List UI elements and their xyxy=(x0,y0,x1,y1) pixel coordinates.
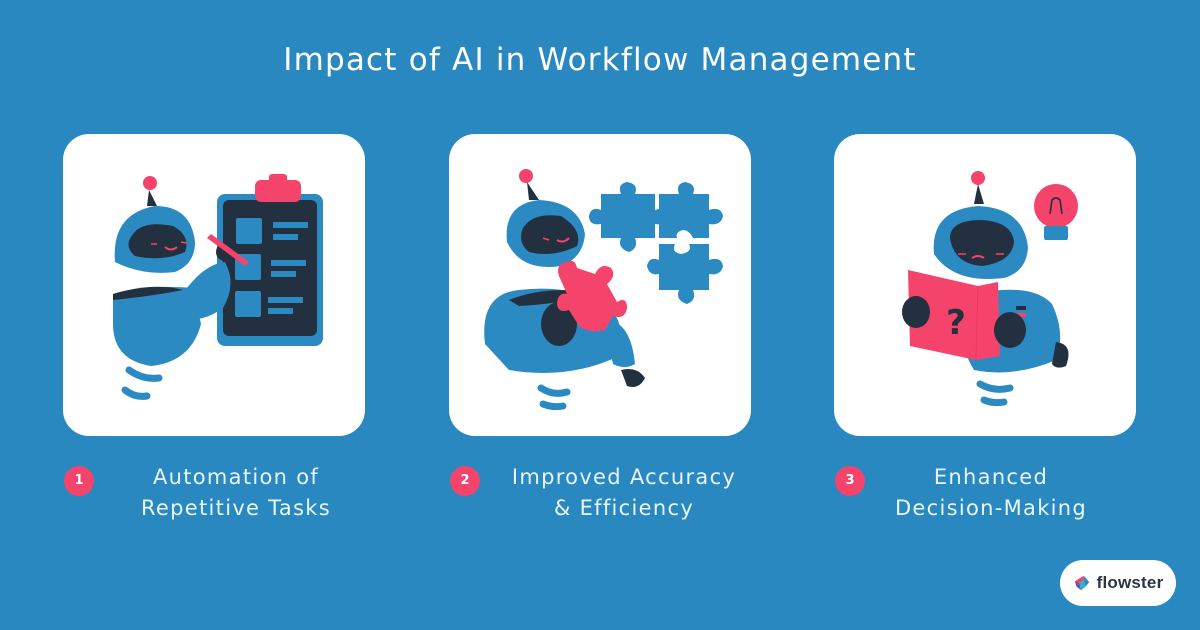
feature-accuracy: 2 Improved Accuracy & Efficiency xyxy=(449,462,751,532)
feature-label-line2: Repetitive Tasks xyxy=(140,496,332,520)
feature-label-line2: Decision-Making xyxy=(894,496,1088,520)
feature-decision: 3 Enhanced Decision-Making xyxy=(834,462,1136,532)
feature-card-automation xyxy=(63,134,365,436)
robot-clipboard-checklist-illustration xyxy=(113,174,323,400)
feature-label-line1: Automation of xyxy=(152,465,320,489)
feature-label-line1: Enhanced xyxy=(933,465,1049,489)
flowster-logo-icon xyxy=(1074,575,1089,591)
svg-text:?: ? xyxy=(946,303,966,343)
feature-label: Improved Accuracy & Efficiency xyxy=(477,462,771,524)
robot-book-lightbulb-illustration: ? xyxy=(902,171,1078,407)
flowster-logo[interactable]: flowster xyxy=(1060,560,1176,606)
feature-card-accuracy xyxy=(449,134,751,436)
feature-label: Automation of Repetitive Tasks xyxy=(93,462,379,524)
step-number-badge: 2 xyxy=(450,466,480,496)
feature-label: Enhanced Decision-Making xyxy=(856,462,1126,524)
feature-automation: 1 Automation of Repetitive Tasks xyxy=(63,462,365,532)
feature-label-line2: & Efficiency xyxy=(553,496,695,520)
brand-name: flowster xyxy=(1096,573,1164,592)
page-title: Impact of AI in Workflow Management xyxy=(283,42,917,78)
feature-card-decision: ? xyxy=(834,134,1136,436)
feature-label-line1: Improved Accuracy xyxy=(511,465,737,489)
robot-puzzle-pieces-illustration xyxy=(484,169,723,411)
step-number-badge: 1 xyxy=(64,466,94,496)
step-number-badge: 3 xyxy=(835,466,865,496)
